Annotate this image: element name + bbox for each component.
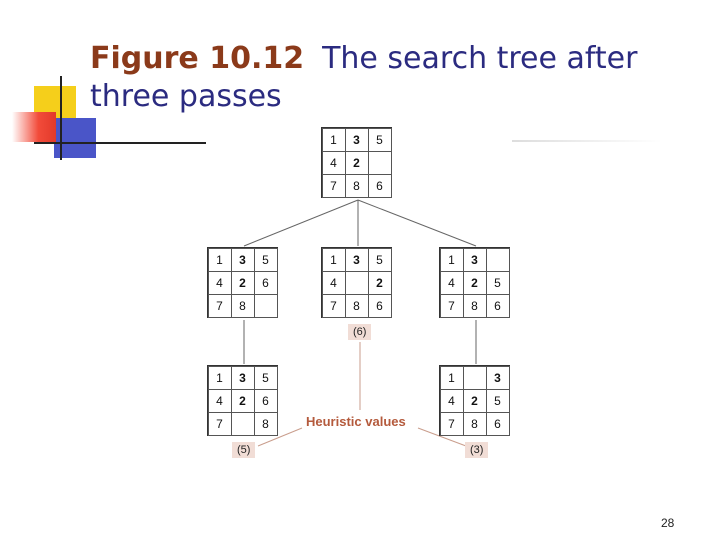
puzzle-cell (254, 294, 278, 318)
puzzle-cell (368, 151, 392, 175)
puzzle-cell: 1 (322, 128, 346, 152)
edge-root-left (244, 200, 358, 246)
puzzle-cell: 5 (368, 128, 392, 152)
page-number: 28 (661, 516, 674, 530)
puzzle-cell: 4 (208, 389, 232, 413)
puzzle-cell: 7 (208, 412, 232, 436)
puzzle-cell: 6 (368, 174, 392, 198)
puzzle-cell: 7 (440, 294, 464, 318)
puzzle-cell: 5 (368, 248, 392, 272)
puzzle-cell: 3 (345, 248, 369, 272)
puzzle-cell (463, 366, 487, 390)
puzzle-cell: 5 (254, 366, 278, 390)
puzzle-cell: 2 (231, 271, 255, 295)
puzzle-cell: 8 (345, 294, 369, 318)
puzzle-cell: 5 (254, 248, 278, 272)
puzzle-cell: 3 (486, 366, 510, 390)
puzzle-cell: 6 (254, 389, 278, 413)
edge-root-right (358, 200, 476, 246)
puzzle-cell: 8 (231, 294, 255, 318)
puzzle-cell: 7 (322, 294, 346, 318)
puzzle-cell: 8 (463, 412, 487, 436)
heuristic-value-right: (3) (465, 442, 488, 458)
puzzle-cell: 3 (463, 248, 487, 272)
puzzle-cell: 2 (368, 271, 392, 295)
puzzle-cell: 7 (440, 412, 464, 436)
puzzle-cell: 6 (486, 412, 510, 436)
puzzle-cell: 6 (254, 271, 278, 295)
puzzle-cell: 8 (345, 174, 369, 198)
puzzle-cell: 6 (368, 294, 392, 318)
puzzle-cell: 3 (345, 128, 369, 152)
puzzle-cell: 7 (208, 294, 232, 318)
puzzle-cell: 8 (254, 412, 278, 436)
puzzle-cell: 1 (322, 248, 346, 272)
heuristic-values-label: Heuristic values (306, 414, 406, 429)
puzzle-cell: 4 (322, 271, 346, 295)
puzzle-cell: 2 (463, 271, 487, 295)
puzzle-cell (345, 271, 369, 295)
puzzle-cell: 1 (208, 366, 232, 390)
puzzle-cell: 4 (208, 271, 232, 295)
puzzle-cell: 6 (486, 294, 510, 318)
puzzle-cell: 5 (486, 271, 510, 295)
puzzle-cell: 3 (231, 248, 255, 272)
puzzle-cell: 2 (231, 389, 255, 413)
puzzle-cell: 1 (440, 366, 464, 390)
puzzle-cell: 4 (322, 151, 346, 175)
puzzle-cell: 1 (208, 248, 232, 272)
heuristic-value-middle: (6) (348, 324, 371, 340)
puzzle-cell (231, 412, 255, 436)
puzzle-cell: 2 (345, 151, 369, 175)
puzzle-cell: 4 (440, 271, 464, 295)
puzzle-cell (486, 248, 510, 272)
puzzle-cell: 1 (440, 248, 464, 272)
puzzle-cell: 8 (463, 294, 487, 318)
puzzle-cell: 7 (322, 174, 346, 198)
heuristic-value-left: (5) (232, 442, 255, 458)
puzzle-cell: 5 (486, 389, 510, 413)
puzzle-cell: 3 (231, 366, 255, 390)
puzzle-cell: 4 (440, 389, 464, 413)
puzzle-cell: 2 (463, 389, 487, 413)
